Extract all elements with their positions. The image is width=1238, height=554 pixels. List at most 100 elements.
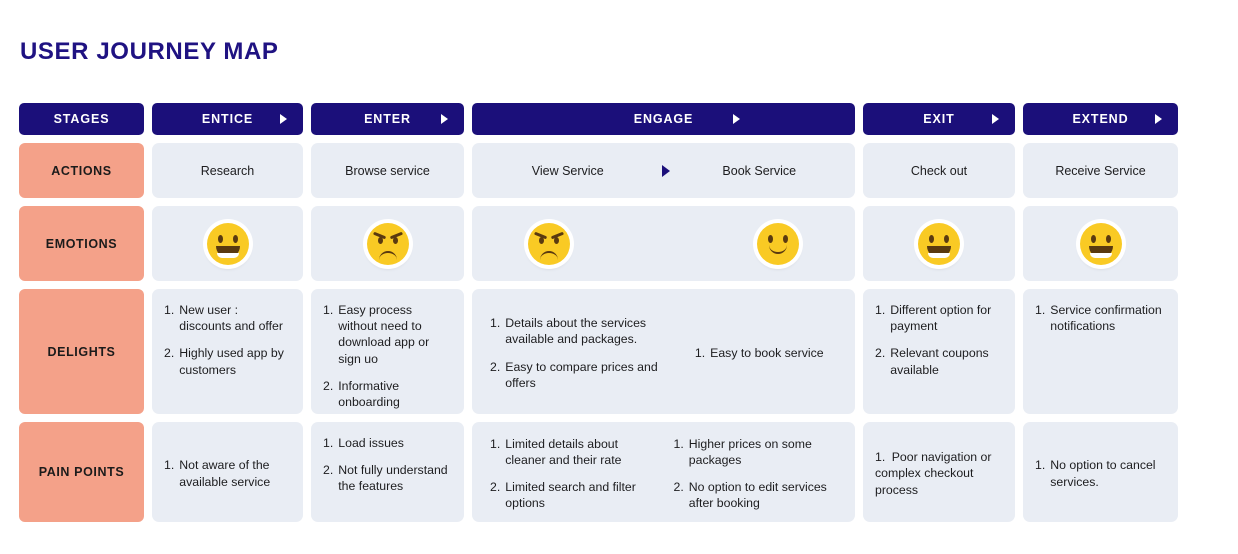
- list-item: 2. Relevant coupons available: [875, 345, 1005, 377]
- triangle-right-icon: [662, 164, 670, 177]
- angry-face-emoji: [528, 222, 570, 265]
- emotion-cell-enter[interactable]: [311, 206, 464, 281]
- header-stage-extend[interactable]: EXTEND: [1023, 103, 1178, 135]
- action-engage-right-pane: Book Service: [664, 164, 856, 178]
- list-item-text: Informative onboarding: [338, 378, 400, 410]
- action-exit-text: Check out: [910, 163, 968, 178]
- list-item: 1. New user : discounts and offer: [164, 302, 293, 334]
- slightly-smiling-face-emoji: [757, 222, 799, 265]
- triangle-right-icon: [280, 114, 287, 124]
- row-label-delights: DELIGHTS: [19, 289, 144, 414]
- list-item-text: Details about the services available and…: [505, 316, 647, 347]
- list-item: 2. Easy to compare prices and offers: [490, 359, 662, 391]
- action-engage-right-text: Book Service: [722, 163, 797, 178]
- pain-cell-engage[interactable]: 1. Limited details about cleaner and the…: [472, 422, 855, 522]
- header-stage-engage[interactable]: ENGAGE: [472, 103, 855, 135]
- triangle-right-icon: [992, 114, 999, 124]
- list-item: 1. Not aware of the available service: [164, 457, 293, 489]
- list-item-text: Limited search and filter options: [505, 480, 636, 511]
- pain-cell-extend[interactable]: 1. No option to cancel services.: [1023, 422, 1178, 522]
- pain-entice-list: 1. Not aware of the available service: [164, 457, 293, 489]
- actions-row: ACTIONS Research Browse service View Ser…: [19, 143, 1219, 198]
- list-item-number: 2.: [323, 463, 334, 478]
- list-item: 2. No option to edit services after book…: [674, 479, 846, 511]
- delights-row: DELIGHTS 1. New user : discounts and off…: [19, 289, 1219, 414]
- delight-exit-list: 1. Different option for payment 2. Relev…: [875, 302, 1005, 378]
- action-engage-left-text: View Service: [531, 163, 604, 178]
- list-item: 1. Easy process without need to download…: [323, 302, 454, 367]
- list-item: 1. Details about the services available …: [490, 315, 662, 347]
- delight-cell-extend[interactable]: 1. Service confirmation notifications: [1023, 289, 1178, 414]
- action-enter-text: Browse service: [345, 163, 430, 178]
- pain-engage-right-pane: 1. Higher prices on some packages 2. No …: [668, 435, 846, 512]
- list-item-text: No option to edit services after booking: [688, 480, 827, 511]
- pain-engage-left-pane: 1. Limited details about cleaner and the…: [490, 435, 662, 512]
- pain-cell-entice[interactable]: 1. Not aware of the available service: [152, 422, 303, 522]
- delight-cell-entice[interactable]: 1. New user : discounts and offer 2. Hig…: [152, 289, 303, 414]
- emotion-cell-entice[interactable]: [152, 206, 303, 281]
- delight-engage-left-pane: 1. Details about the services available …: [490, 302, 662, 404]
- list-item-text: Highly used app by customers: [179, 346, 284, 377]
- list-item-number: 1.: [1035, 458, 1046, 473]
- header-enter-label: ENTER: [364, 112, 411, 126]
- action-cell-engage[interactable]: View Service Book Service: [472, 143, 855, 198]
- grinning-face-emoji: [1079, 222, 1122, 265]
- action-entice-text: Research: [200, 163, 255, 178]
- action-cell-exit[interactable]: Check out: [863, 143, 1015, 198]
- emotion-cell-extend[interactable]: [1023, 206, 1178, 281]
- delight-cell-engage[interactable]: 1. Details about the services available …: [472, 289, 855, 414]
- emotion-cell-exit[interactable]: [863, 206, 1015, 281]
- delight-cell-enter[interactable]: 1. Easy process without need to download…: [311, 289, 464, 414]
- list-item-number: 1.: [323, 303, 334, 317]
- pain-points-row: PAIN POINTS 1. Not aware of the availabl…: [19, 422, 1219, 522]
- list-item-text: Service confirmation notifications: [1050, 303, 1162, 334]
- list-item: 1. Different option for payment: [875, 302, 1005, 334]
- list-item-text: Different option for payment: [890, 303, 992, 334]
- delight-enter-list: 1. Easy process without need to download…: [323, 302, 454, 410]
- pain-cell-enter[interactable]: 1. Load issues 2. Not fully understand t…: [311, 422, 464, 522]
- list-item: 1. Easy to book service: [695, 345, 824, 361]
- header-stages-label: STAGES: [53, 112, 110, 126]
- triangle-right-icon: [1155, 114, 1162, 124]
- header-stage-exit[interactable]: EXIT: [863, 103, 1015, 135]
- list-item: 2. Not fully understand the features: [323, 462, 454, 494]
- list-item-number: 2.: [323, 378, 334, 393]
- delight-engage-left-list: 1. Details about the services available …: [490, 315, 662, 391]
- action-cell-enter[interactable]: Browse service: [311, 143, 464, 198]
- list-item-text: Load issues: [338, 436, 404, 450]
- list-item: 1. Service confirmation notifications: [1035, 302, 1168, 334]
- list-item-number: 2.: [673, 480, 684, 494]
- list-item-number: 1.: [164, 303, 175, 317]
- grinning-face-emoji: [206, 222, 249, 265]
- delight-cell-exit[interactable]: 1. Different option for payment 2. Relev…: [863, 289, 1015, 414]
- header-stage-enter[interactable]: ENTER: [311, 103, 464, 135]
- action-cell-entice[interactable]: Research: [152, 143, 303, 198]
- list-item-text: Easy to book service: [710, 345, 824, 360]
- list-item-text: Not fully understand the features: [338, 463, 448, 494]
- action-cell-extend[interactable]: Receive Service: [1023, 143, 1178, 198]
- header-stage-entice[interactable]: ENTICE: [152, 103, 303, 135]
- list-item-text: Poor navigation or complex checkout proc…: [875, 450, 992, 497]
- pain-exit-list: 1. Poor navigation or complex checkout p…: [875, 449, 1005, 498]
- list-item-number: 1.: [875, 303, 886, 317]
- row-label-pain-points: PAIN POINTS: [19, 422, 144, 522]
- row-label-actions: ACTIONS: [19, 143, 144, 198]
- list-item: 2. Limited search and filter options: [490, 479, 662, 511]
- pain-cell-exit[interactable]: 1. Poor navigation or complex checkout p…: [863, 422, 1015, 522]
- emotion-cell-engage[interactable]: [472, 206, 855, 281]
- header-row: STAGES ENTICE ENTER ENGAGE EXIT EXTEND: [19, 103, 1219, 135]
- grinning-face-emoji: [918, 222, 960, 265]
- list-item: 1. Poor navigation or complex checkout p…: [875, 449, 1005, 498]
- header-stages[interactable]: STAGES: [19, 103, 144, 135]
- list-item-text: Easy to compare prices and offers: [505, 359, 658, 390]
- list-item-text: Easy process without need to download ap…: [338, 303, 430, 366]
- list-item-number: 1.: [1035, 303, 1046, 317]
- list-item: 2. Informative onboarding: [323, 378, 454, 410]
- list-item: 2. Highly used app by customers: [164, 345, 293, 377]
- list-item-number: 1.: [673, 436, 684, 451]
- list-item-number: 1.: [323, 436, 334, 450]
- angry-face-emoji: [366, 222, 409, 265]
- row-label-emotions: EMOTIONS: [19, 206, 144, 281]
- delight-engage-right-list: 1. Easy to book service: [695, 345, 824, 361]
